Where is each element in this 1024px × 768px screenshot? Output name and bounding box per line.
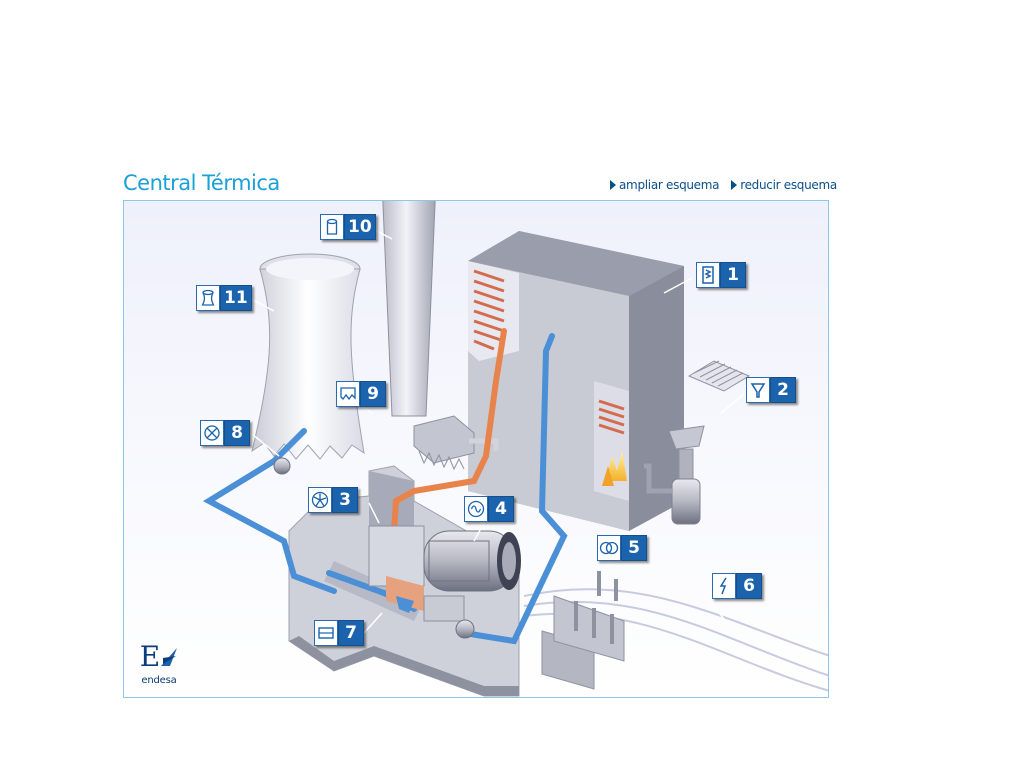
cooling-pump: [273, 457, 291, 475]
endesa-logo: E endesa: [136, 641, 182, 691]
play-arrow-icon: [610, 180, 616, 190]
cooling-tower-icon: [196, 285, 220, 311]
component-badge-8[interactable]: 8: [200, 420, 250, 446]
steam-pipe: [391, 328, 507, 534]
play-arrow-icon: [731, 180, 738, 190]
hopper-icon: [746, 377, 770, 403]
logo-letter-mark: E: [139, 640, 161, 673]
callout-lines: [248, 226, 745, 634]
chimney: [382, 201, 436, 417]
coal-feeder: [644, 360, 751, 525]
power-plant-illustration: [202, 201, 828, 697]
component-badge-2[interactable]: 2: [746, 377, 796, 403]
reduce-diagram-link[interactable]: reducir esquema: [731, 178, 837, 192]
diagram-frame: 1 2 3 4 5 6 7: [123, 200, 829, 698]
badge-number: 6: [736, 573, 762, 599]
boiler-icon: [696, 262, 720, 288]
generator-icon: [464, 496, 488, 522]
badge-number: 4: [488, 496, 514, 522]
component-badge-6[interactable]: 6: [712, 573, 762, 599]
badge-number: 9: [360, 381, 386, 407]
badge-number: 7: [338, 620, 364, 646]
turbine-icon: [308, 487, 332, 513]
turbine-generator: [368, 525, 521, 592]
page-title: Central Térmica: [123, 171, 280, 195]
badge-number: 1: [720, 262, 746, 288]
condenser: [386, 576, 475, 639]
lightning-icon: [712, 573, 736, 599]
badge-number: 3: [332, 487, 358, 513]
top-links: ampliar esquema reducir esquema: [610, 178, 837, 192]
electrostatic-precipitator: [413, 415, 499, 471]
transformer: [541, 571, 625, 690]
component-badge-9[interactable]: 9: [336, 381, 386, 407]
badge-number: 2: [770, 377, 796, 403]
logo-mark: E: [140, 641, 178, 673]
enlarge-link-label: ampliar esquema: [619, 178, 720, 192]
badge-number: 8: [224, 420, 250, 446]
badge-number: 11: [220, 285, 252, 311]
logo-text: endesa: [141, 675, 177, 686]
filter-icon: [336, 381, 360, 407]
component-badge-10[interactable]: 10: [320, 214, 376, 240]
boiler-building: [468, 231, 684, 531]
component-badge-5[interactable]: 5: [597, 535, 647, 561]
furnace-coils: [598, 399, 625, 435]
enlarge-diagram-link[interactable]: ampliar esquema: [610, 178, 720, 192]
component-badge-7[interactable]: 7: [314, 620, 364, 646]
superheater-coils: [473, 269, 505, 351]
logo-star-icon: [161, 648, 178, 666]
component-badge-11[interactable]: 11: [196, 285, 252, 311]
badge-number: 10: [344, 214, 376, 240]
chimney-icon: [320, 214, 344, 240]
cooling-tower: [251, 253, 365, 460]
component-badge-1[interactable]: 1: [696, 262, 746, 288]
transformer-icon: [597, 535, 621, 561]
furnace-flames: [602, 451, 627, 486]
badge-number: 5: [621, 535, 647, 561]
condenser-icon: [314, 620, 338, 646]
pump-icon: [200, 420, 224, 446]
component-badge-3[interactable]: 3: [308, 487, 358, 513]
reduce-link-label: reducir esquema: [740, 178, 837, 192]
component-badge-4[interactable]: 4: [464, 496, 514, 522]
